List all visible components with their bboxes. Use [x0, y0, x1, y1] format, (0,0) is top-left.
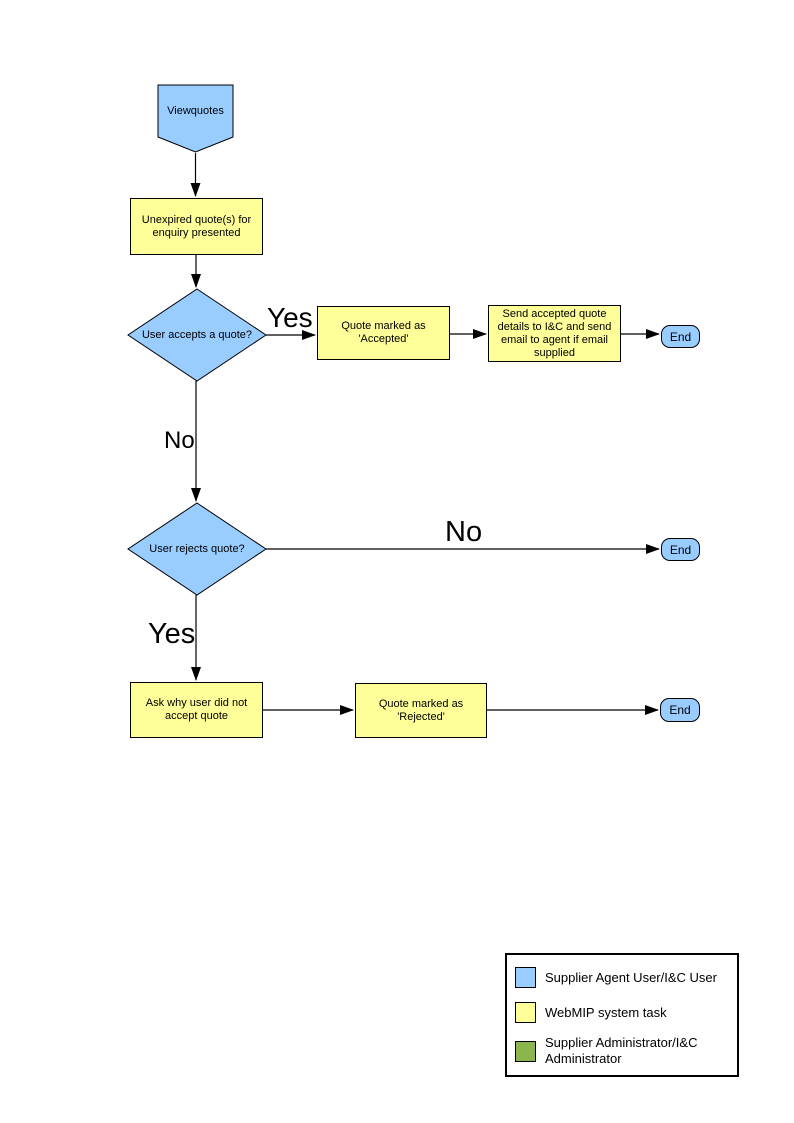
legend-label: Supplier Agent User/I&C User: [545, 969, 717, 985]
edge-label-reject-no: No: [445, 516, 483, 548]
legend-label: Supplier Administrator/I&C Administrator: [545, 1035, 698, 1066]
accept-decision-label: User accepts a quote?: [141, 328, 253, 341]
end-terminator-no-reject: End: [661, 538, 700, 561]
present-quotes-task: Unexpired quote(s) for enquiry presented: [130, 198, 263, 255]
send-details-task: Send accepted quote details to I&C and s…: [488, 305, 621, 362]
edge-label-accept-yes: Yes: [267, 302, 313, 333]
accept-decision-diamond-shape: [127, 288, 267, 382]
legend-item-supplier-agent: Supplier Agent User/I&C User: [515, 967, 735, 988]
reject-decision-diamond-shape: [127, 502, 267, 596]
legend-swatch-yellow: [515, 1002, 536, 1023]
mark-accepted-task: Quote marked as 'Accepted': [317, 306, 450, 360]
legend-swatch-green: [515, 1040, 536, 1062]
connector-lines: [190, 153, 660, 715]
legend-label: WebMIP system task: [545, 1004, 667, 1020]
start-pentagon-shape: [157, 84, 234, 153]
end-terminator-accepted: End: [661, 325, 700, 348]
start-node-label: Viewquotes: [167, 104, 224, 117]
edge-label-reject-yes: Yes: [148, 618, 196, 650]
legend-box: Supplier Agent User/I&C User WebMIP syst…: [505, 953, 739, 1077]
ask-why-task: Ask why user did not accept quote: [130, 682, 263, 738]
legend-swatch-blue: [515, 967, 536, 988]
mark-rejected-task: Quote marked as 'Rejected': [355, 683, 487, 738]
legend-item-supplier-admin: Supplier Administrator/I&C Administrator: [515, 1035, 735, 1067]
legend-item-webmip-task: WebMIP system task: [515, 1002, 735, 1023]
reject-decision-label: User rejects quote?: [149, 542, 245, 555]
end-terminator-rejected: End: [660, 698, 700, 722]
edge-label-accept-no: No: [164, 427, 195, 454]
